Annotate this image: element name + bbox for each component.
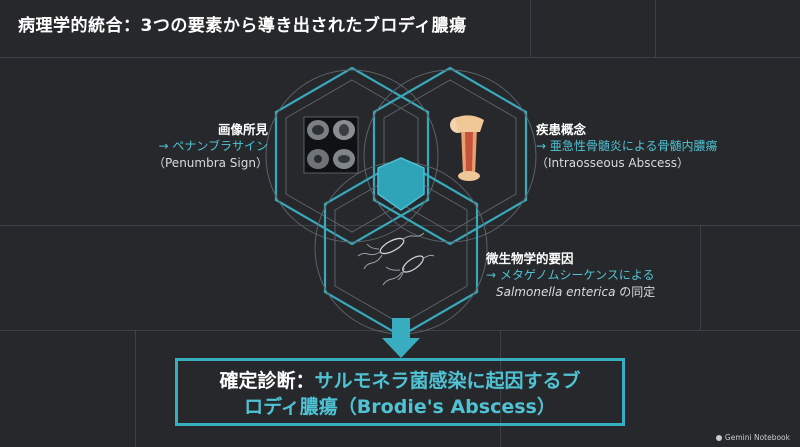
page-title: 病理学的統合：3つの要素から導き出されたブロディ膿瘍 [18, 16, 467, 36]
grid-line [0, 57, 800, 58]
organism-name: Salmonella enterica [496, 285, 616, 299]
mri-brain-scan-icon [303, 116, 359, 174]
disease-hexagon [363, 66, 537, 246]
organism-identification: の同定 [615, 285, 656, 299]
micro-label: 微生物学的要因 → メタゲノムシーケンスによる Salmonella enter… [486, 250, 655, 301]
diagnosis-text-2: ロディ膿瘍（Brodie's Abscess） [244, 396, 556, 418]
micro-organism: Salmonella enterica の同定 [486, 284, 655, 301]
imaging-hexagon [265, 66, 439, 246]
disease-heading: 疾患概念 [536, 122, 587, 137]
grid-line [135, 330, 136, 447]
femur-bone-icon [450, 115, 484, 181]
imaging-heading: 画像所見 [217, 122, 268, 137]
diagnosis-line-1: 確定診断：サルモネラ菌感染に起因するブ [178, 368, 622, 394]
imaging-label: 画像所見 → ペナンブラサイン （Penumbra Sign） [153, 121, 268, 172]
notebook-logo-icon [715, 434, 722, 441]
diagnosis-prefix: 確定診断： [219, 370, 315, 392]
watermark-text: Gemini Notebook [724, 433, 790, 442]
grid-line [700, 225, 701, 330]
watermark: Gemini Notebook [715, 433, 790, 442]
down-arrow-icon [382, 318, 420, 358]
disease-concept-english: （Intraosseous Abscess） [536, 156, 689, 170]
grid-line [655, 0, 656, 57]
diagnosis-box: 確定診断：サルモネラ菌感染に起因するブ ロディ膿瘍（Brodie's Absce… [175, 358, 625, 426]
bacteria-icon [357, 232, 435, 286]
diagnosis-text-1: サルモネラ菌感染に起因するブ [314, 370, 581, 392]
grid-line [500, 330, 501, 447]
disease-concept: → 亜急性骨髄炎による骨髄内膿瘍 [536, 139, 718, 153]
micro-method: → メタゲノムシーケンスによる [486, 268, 655, 282]
imaging-finding: → ペナンブラサイン [158, 139, 268, 153]
grid-line [530, 0, 531, 57]
micro-heading: 微生物学的要因 [486, 251, 574, 266]
overlap-shield-icon [377, 157, 425, 211]
imaging-finding-english: （Penumbra Sign） [153, 156, 268, 170]
disease-label: 疾患概念 → 亜急性骨髄炎による骨髄内膿瘍 （Intraosseous Absc… [536, 121, 718, 172]
